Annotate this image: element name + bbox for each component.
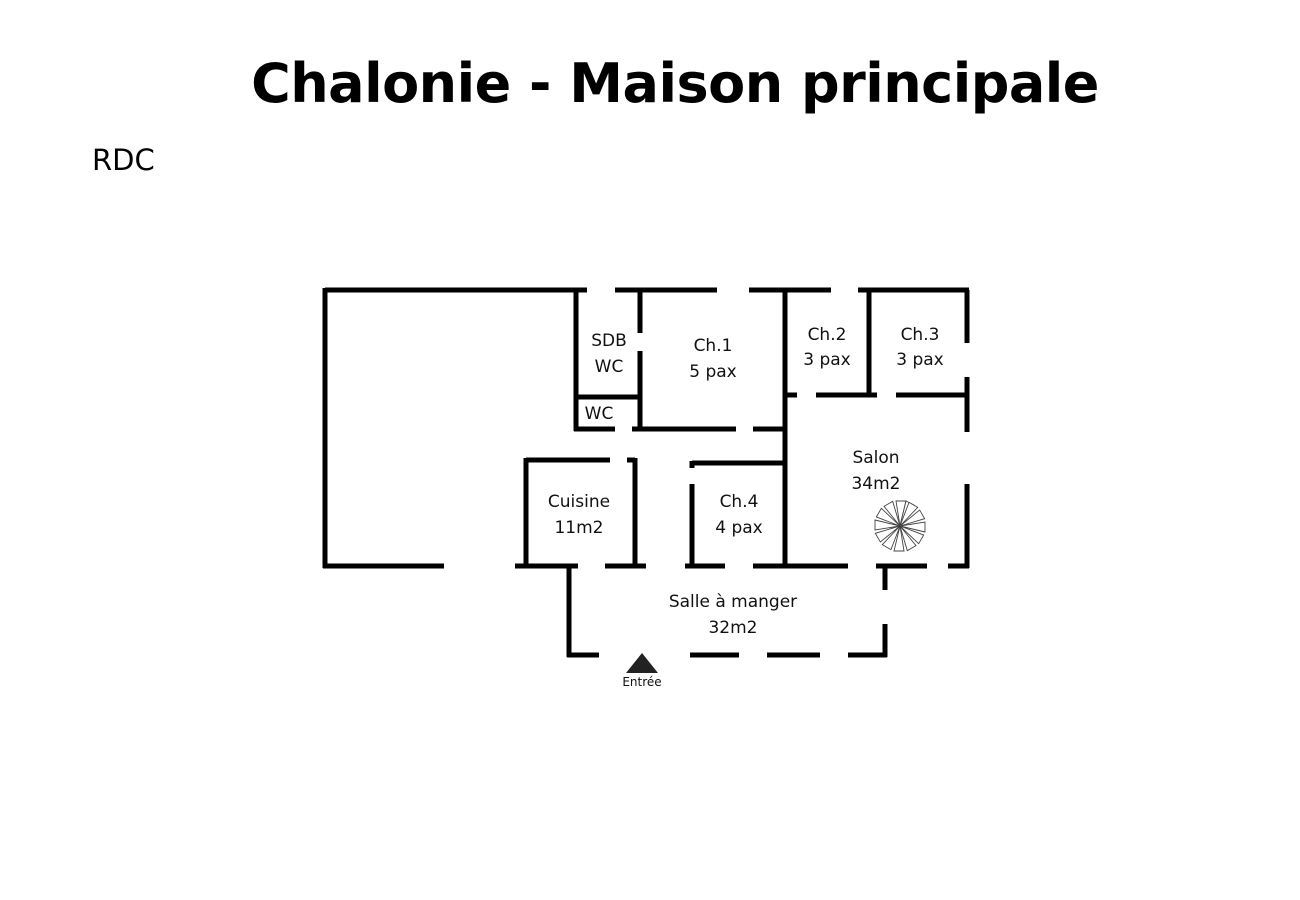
floor-level-label: RDC [92, 143, 155, 177]
room-label-cuisine: Cuisine [548, 492, 610, 512]
room-label-ch3-capacity: 3 pax [896, 350, 944, 370]
walls [322, 287, 970, 658]
room-label-salle-a-manger-area: 32m2 [708, 618, 757, 638]
room-label-ch2-capacity: 3 pax [803, 350, 851, 370]
room-label-sdb-wc: WC [595, 357, 624, 377]
triangle-up-icon [626, 653, 658, 673]
room-label-ch2: Ch.2 [808, 325, 847, 345]
room-label-wc: WC [585, 404, 614, 424]
room-label-sdb: SDB [591, 331, 627, 351]
page-title: Chalonie - Maison principale [251, 52, 1099, 115]
room-label-ch4: Ch.4 [720, 492, 759, 512]
entry-label: Entrée [622, 675, 661, 689]
spiral-staircase-icon [874, 500, 926, 552]
room-label-salon: Salon [852, 448, 899, 468]
room-label-ch3: Ch.3 [901, 325, 940, 345]
room-label-salle-a-manger: Salle à manger [669, 592, 797, 612]
room-label-cuisine-area: 11m2 [554, 518, 603, 538]
room-label-ch4-capacity: 4 pax [715, 518, 763, 538]
room-label-ch1-capacity: 5 pax [689, 362, 737, 382]
room-label-ch1: Ch.1 [694, 336, 733, 356]
room-label-salon-area: 34m2 [851, 474, 900, 494]
